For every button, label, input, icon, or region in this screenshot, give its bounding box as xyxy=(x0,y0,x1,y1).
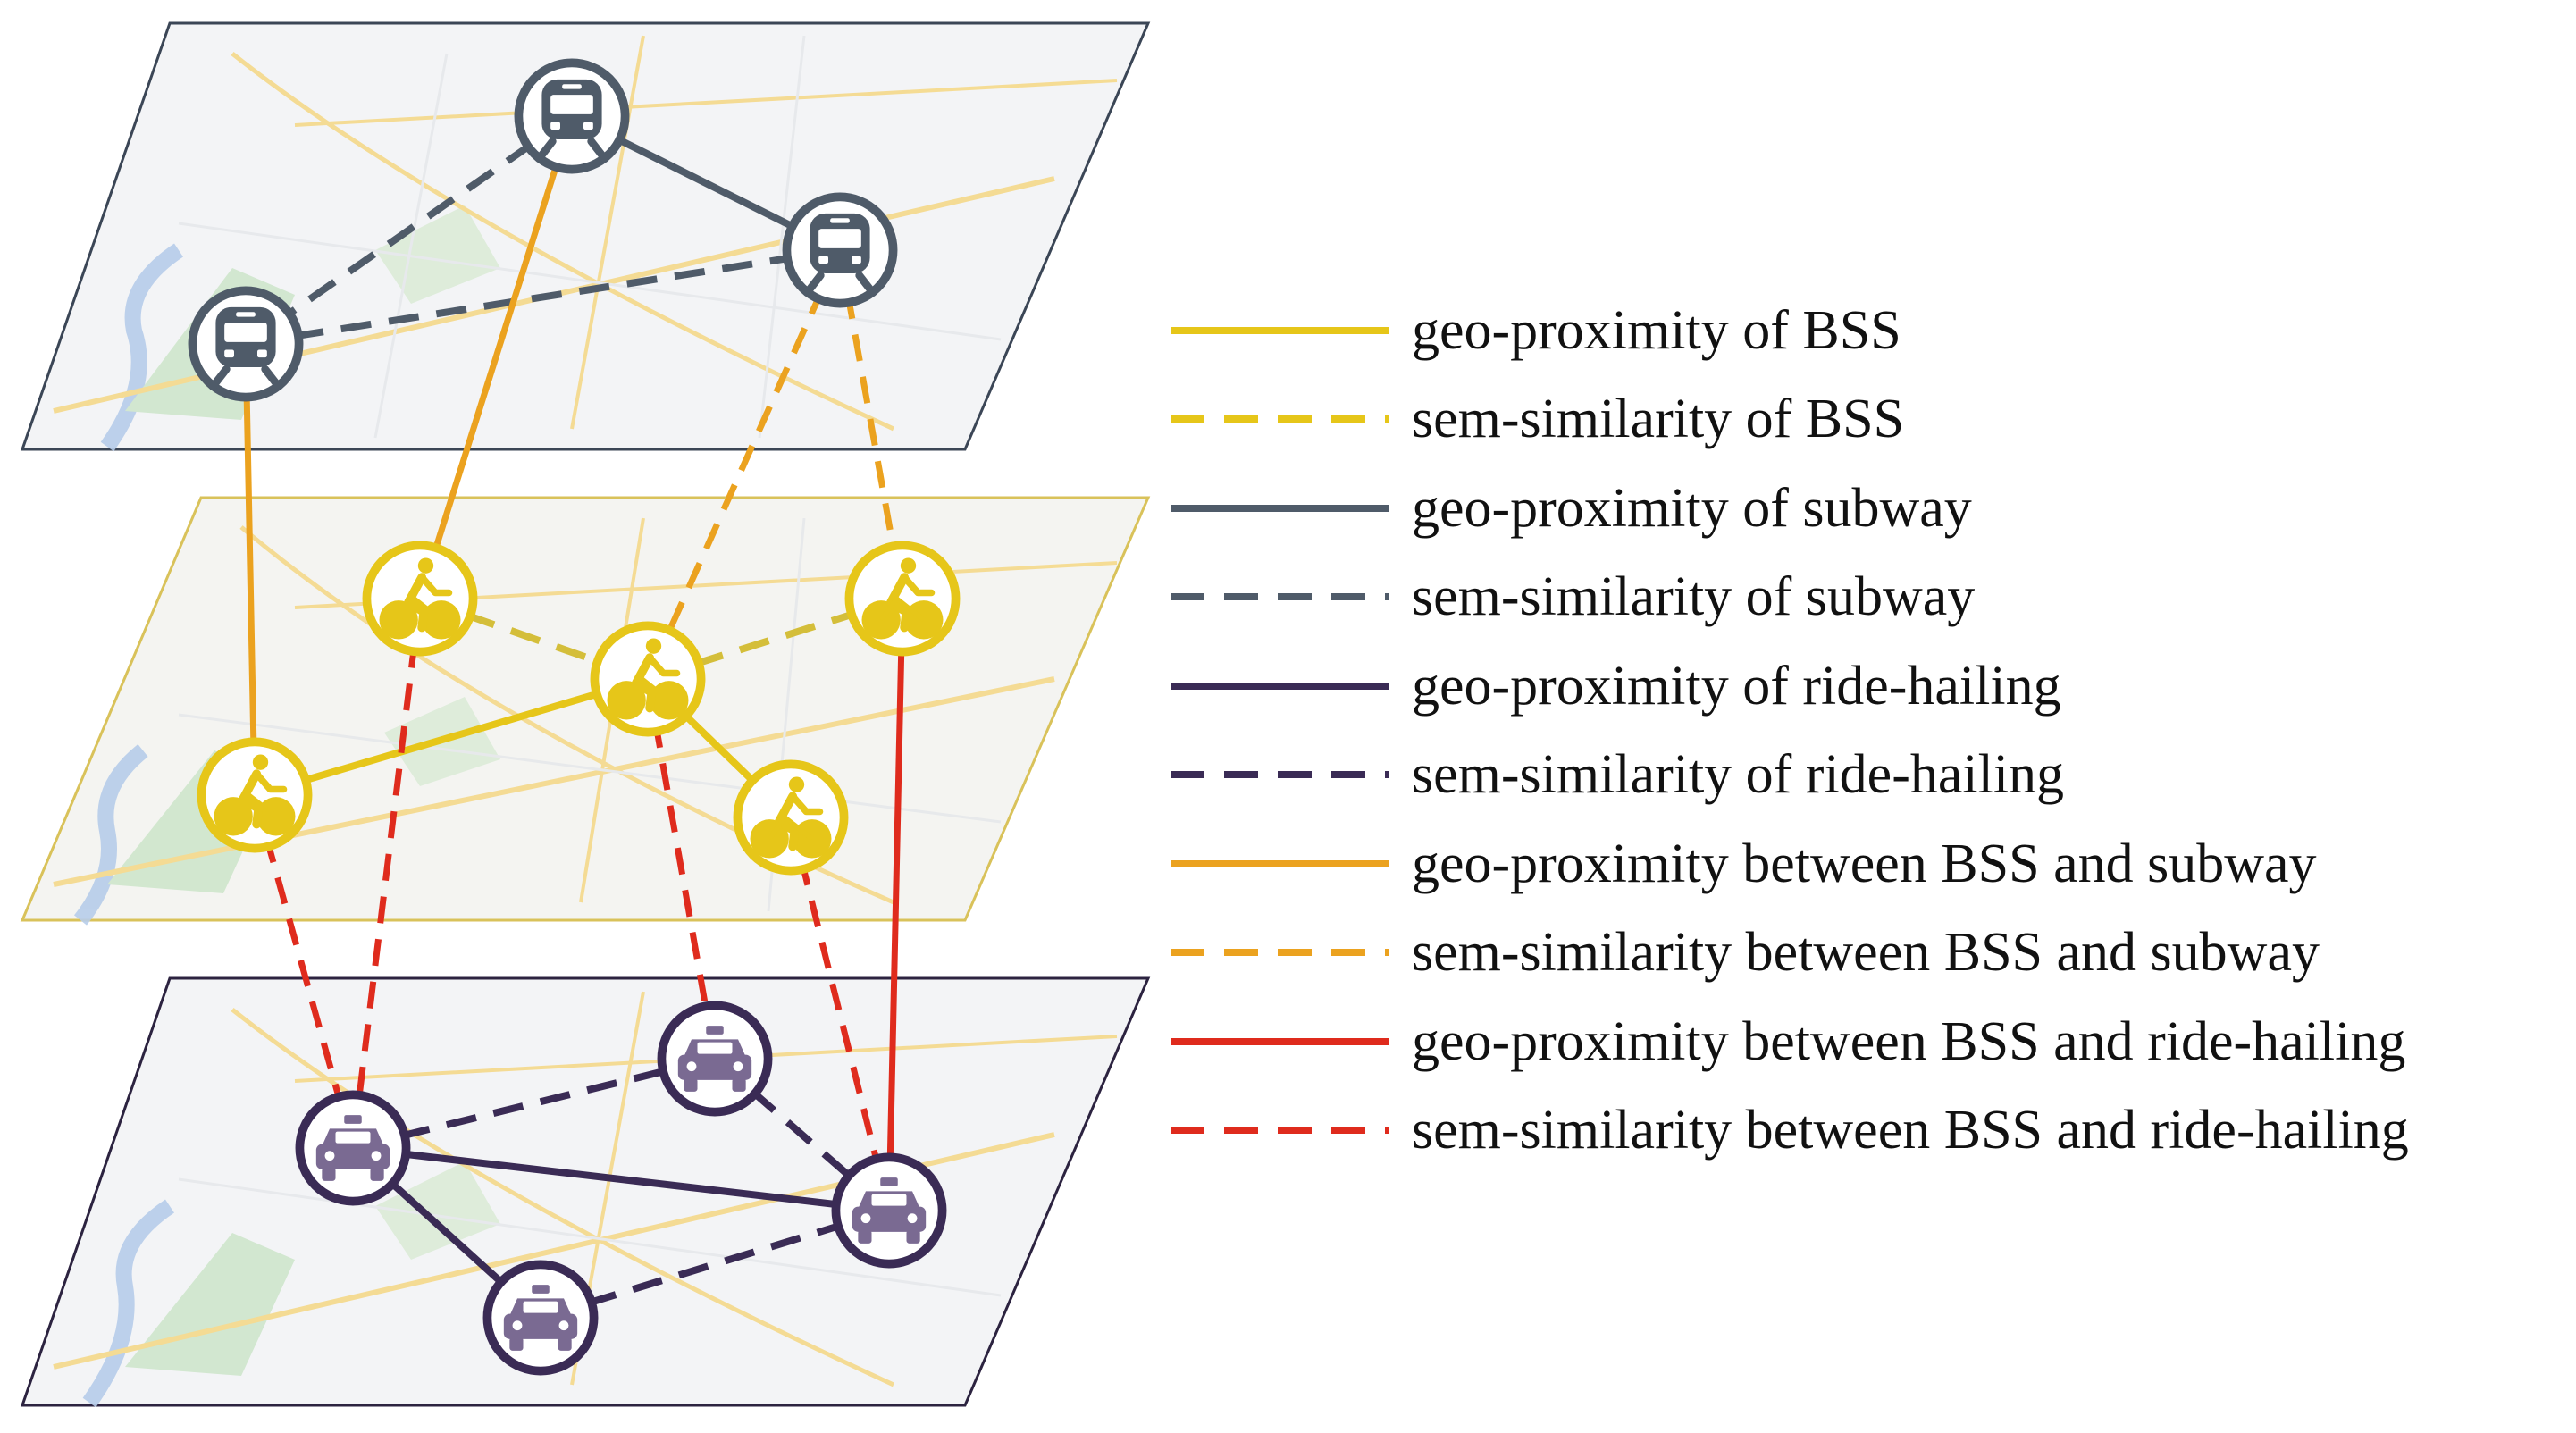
legend-label: geo-proximity of BSS xyxy=(1412,299,1901,361)
legend-line-swatch xyxy=(1171,1037,1389,1045)
bss-subway-edges xyxy=(242,114,906,796)
bss-ride-sem-edge xyxy=(349,598,424,1149)
bss-layer xyxy=(20,496,1151,926)
bss-ride-sem-edge xyxy=(251,794,357,1149)
legend-item: sem-similarity of ride-hailing xyxy=(1162,731,2573,820)
car-icon xyxy=(487,1264,593,1370)
car-icon xyxy=(835,1157,942,1263)
bss-subway-geo-edge xyxy=(242,343,258,796)
legend-item: geo-proximity between BSS and ride-haili… xyxy=(1162,997,2573,1086)
bss-geo-edge xyxy=(253,675,650,799)
legend-item: sem-similarity between BSS and subway xyxy=(1162,909,2573,998)
bicycle-icon xyxy=(366,545,473,651)
bss-subway-sem-edge xyxy=(836,249,906,599)
legend-line-swatch xyxy=(1171,504,1389,512)
legend-line-swatch xyxy=(1171,415,1389,423)
ride-sem-edge xyxy=(712,1055,892,1214)
legend-line-swatch xyxy=(1171,326,1389,334)
subway-sem-edge xyxy=(245,247,841,348)
bicycle-icon xyxy=(201,742,307,848)
train-icon xyxy=(192,290,298,397)
legend-item: geo-proximity between BSS and subway xyxy=(1162,819,2573,909)
map-texture xyxy=(53,991,1118,1408)
legend-label: sem-similarity of BSS xyxy=(1412,389,1905,450)
legend-item: sem-similarity between BSS and ride-hail… xyxy=(1162,1086,2573,1176)
ride-geo-edge xyxy=(352,1144,890,1214)
bss-ride-geo-edge xyxy=(885,598,906,1211)
legend-item: geo-proximity of ride-hailing xyxy=(1162,641,2573,731)
bss-subway-sem-edge xyxy=(644,248,843,681)
legend-item: geo-proximity of BSS xyxy=(1162,286,2573,375)
ride-sem-edge xyxy=(539,1207,891,1321)
bss-ride-sem-edge xyxy=(644,678,718,1060)
bicycle-icon xyxy=(594,625,701,732)
legend-item: sem-similarity of BSS xyxy=(1162,375,2573,465)
bss-ride-sem-edge xyxy=(787,817,893,1211)
car-icon xyxy=(661,1005,768,1111)
legend-line-swatch xyxy=(1171,1127,1389,1135)
legend-label: sem-similarity between BSS and ride-hail… xyxy=(1412,1100,2409,1161)
legend-item: geo-proximity of subway xyxy=(1162,464,2573,553)
legend-label: sem-similarity of ride-hailing xyxy=(1412,744,2065,806)
bicycle-icon xyxy=(737,764,843,870)
legend-line-swatch xyxy=(1171,859,1389,867)
legend-line-swatch xyxy=(1171,593,1389,601)
train-icon xyxy=(518,63,625,169)
ride-sem-edge xyxy=(352,1055,716,1152)
legend: geo-proximity of BSS sem-similarity of BS… xyxy=(1162,286,2573,1175)
train-icon xyxy=(786,197,893,303)
bss-ride-edges xyxy=(251,598,906,1211)
legend-label: geo-proximity between BSS and ride-haili… xyxy=(1412,1010,2406,1072)
legend-line-swatch xyxy=(1171,949,1389,957)
legend-label: geo-proximity of subway xyxy=(1412,477,1972,539)
legend-label: sem-similarity of subway xyxy=(1412,566,1976,628)
subway-sem-edge xyxy=(243,113,575,348)
car-icon xyxy=(299,1094,406,1201)
multimodal-graph-diagram xyxy=(20,21,1151,1408)
subway-layer xyxy=(20,21,1151,452)
bicycle-icon xyxy=(849,545,955,651)
legend-label: geo-proximity of ride-hailing xyxy=(1412,655,2061,716)
ride-hailing-layer xyxy=(20,976,1151,1408)
legend-label: geo-proximity between BSS and subway xyxy=(1412,833,2317,894)
legend-line-swatch xyxy=(1171,771,1389,779)
bss-subway-geo-edge xyxy=(416,114,575,600)
legend-line-swatch xyxy=(1171,682,1389,690)
legend-item: sem-similarity of subway xyxy=(1162,553,2573,642)
legend-label: sem-similarity between BSS and subway xyxy=(1412,922,2320,984)
